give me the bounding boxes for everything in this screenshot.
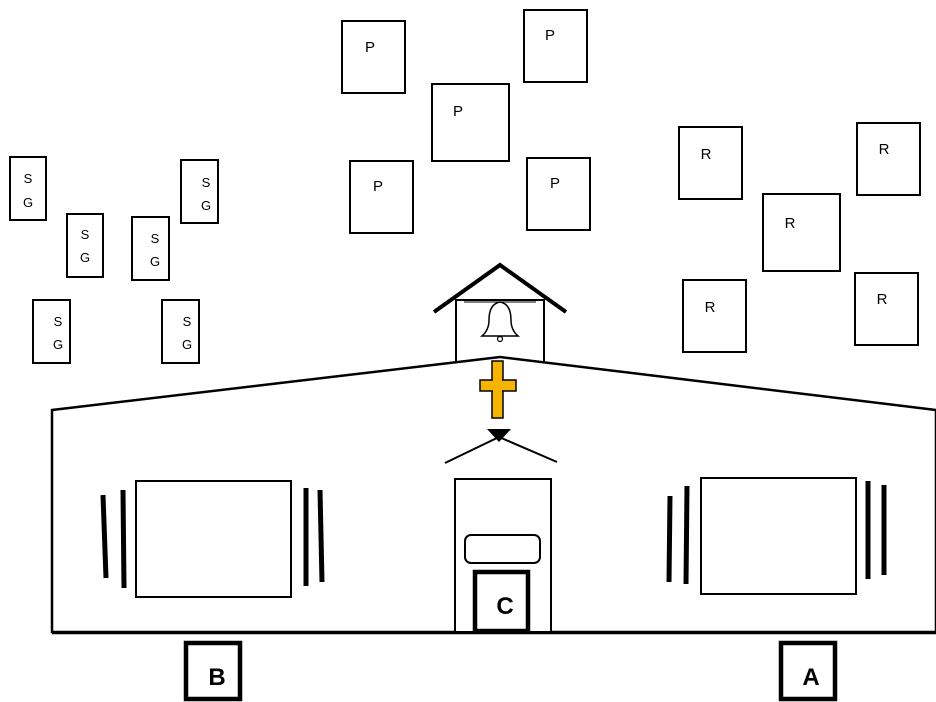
sg-box-1: S G	[10, 157, 46, 220]
p-box-1: P	[342, 21, 405, 93]
r-box-1-label: R	[701, 146, 712, 163]
r-box-3-label: R	[785, 215, 796, 232]
marker-c-label: C	[496, 593, 513, 620]
p-box-1-label: P	[365, 39, 375, 56]
r-box-1: R	[679, 127, 742, 199]
p-box-4-label: P	[373, 178, 383, 195]
sg-box-4-line2: G	[201, 198, 211, 213]
sg-box-5-line2: G	[53, 337, 63, 352]
sg-box-6: S G	[162, 300, 199, 363]
marker-a: A	[781, 643, 835, 699]
marker-c: C	[475, 572, 528, 631]
right-window	[669, 478, 884, 594]
marker-b: B	[186, 643, 240, 699]
left-window	[103, 481, 322, 597]
sg-box-5-line1: S	[54, 314, 63, 329]
sg-box-6-line2: G	[182, 337, 192, 352]
p-box-2-label: P	[545, 27, 555, 44]
p-box-3: P	[432, 84, 509, 161]
p-box-5-label: P	[550, 175, 560, 192]
p-box-5: P	[527, 158, 590, 230]
r-box-5: R	[855, 273, 918, 345]
sg-box-2: S G	[67, 214, 103, 277]
r-box-5-label: R	[877, 291, 888, 308]
r-box-2: R	[857, 123, 920, 195]
r-box-3: R	[763, 194, 840, 271]
p-box-2: P	[524, 10, 587, 82]
sg-box-1-line2: G	[23, 195, 33, 210]
marker-b-label: B	[208, 664, 225, 691]
sg-box-6-line1: S	[183, 314, 192, 329]
sg-box-5: S G	[33, 300, 70, 363]
sg-box-2-line1: S	[81, 227, 90, 242]
marker-a-label: A	[802, 664, 819, 691]
r-box-4-label: R	[705, 299, 716, 316]
p-box-4: P	[350, 161, 413, 233]
sg-box-3-line2: G	[150, 254, 160, 269]
sg-box-2-line2: G	[80, 250, 90, 265]
sg-box-1-line1: S	[24, 171, 33, 186]
r-box-4: R	[683, 280, 746, 352]
p-box-3-label: P	[453, 103, 463, 120]
sg-box-4-line1: S	[202, 175, 211, 190]
sg-box-3-line1: S	[151, 231, 160, 246]
r-box-2-label: R	[879, 141, 890, 158]
sg-box-4: S G	[181, 160, 218, 223]
sg-box-3: S G	[132, 217, 169, 280]
